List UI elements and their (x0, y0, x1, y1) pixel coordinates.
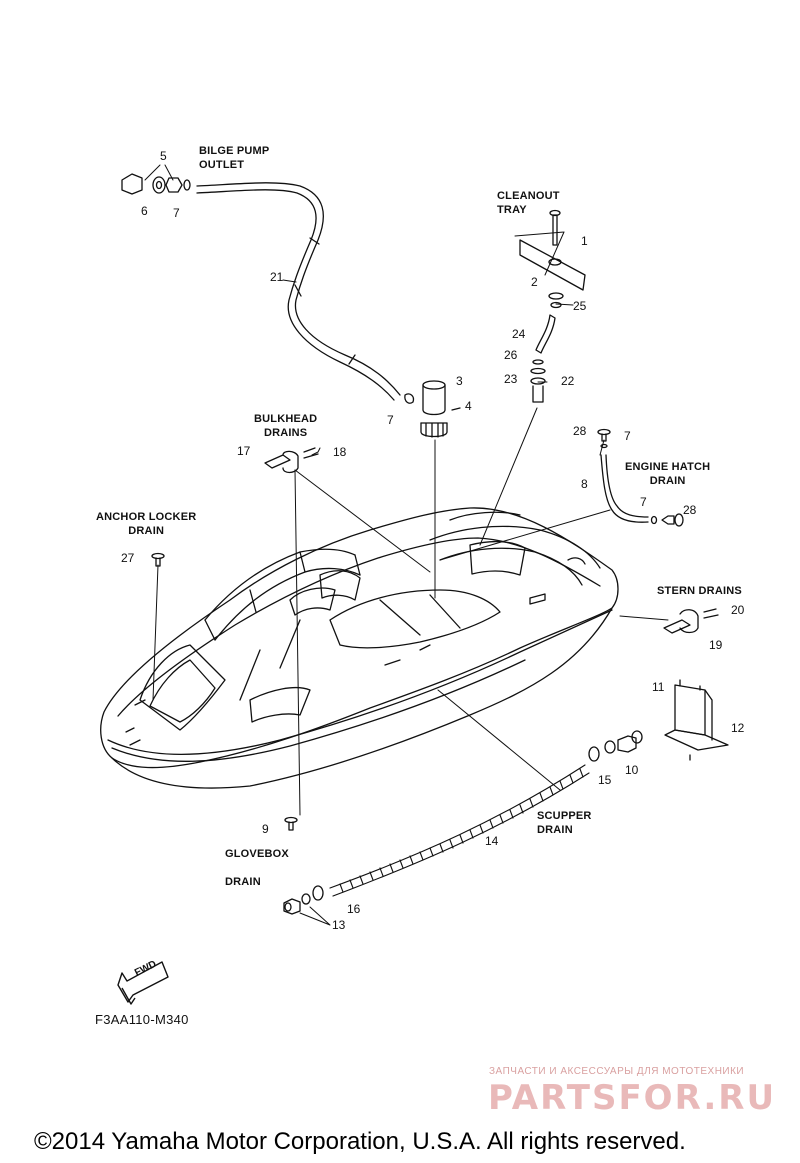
stern-drain-fitting (663, 608, 719, 634)
part-number-20: 20 (731, 603, 745, 617)
part-number-24: 24 (512, 327, 526, 341)
scupper-fittings (283, 730, 643, 915)
label-stern-drains: STERN DRAINS (657, 585, 742, 597)
label-glovebox-drain: GLOVEBOX DRAIN (225, 848, 289, 888)
watermark-tagline: ЗАПЧАСТИ И АКСЕССУАРЫ ДЛЯ МОТОТЕХНИКИ (489, 1066, 745, 1077)
part-number-22: 22 (561, 374, 575, 388)
anchor-locker-drain-plug (151, 552, 165, 567)
part-number-28-top: 28 (573, 424, 587, 438)
part-number-7-outlet: 7 (173, 206, 180, 220)
part-number-2: 2 (531, 275, 538, 289)
boat-hull (100, 507, 619, 789)
part-number-7-hatch-top: 7 (624, 429, 631, 443)
part-number-7-pump: 7 (387, 413, 394, 427)
copyright-notice: ©2014 Yamaha Motor Corporation, U.S.A. A… (34, 1128, 686, 1155)
part-number-3: 3 (456, 374, 463, 388)
glovebox-drain-plug (284, 816, 298, 831)
label-cleanout-tray: CLEANOUT TRAY (497, 190, 560, 216)
bilge-hose (196, 182, 401, 401)
part-number-16: 16 (347, 902, 361, 916)
fwd-arrow-icon (117, 961, 169, 1005)
bilge-pump-outlet-fitting (121, 173, 191, 195)
part-number-10: 10 (625, 763, 639, 777)
part-number-17: 17 (237, 444, 251, 458)
part-number-19: 19 (709, 638, 723, 652)
part-number-18: 18 (333, 445, 347, 459)
part-number-27: 27 (121, 551, 135, 565)
watermark-logo: PARTSFOR.RU (488, 1078, 777, 1118)
bilge-pump (404, 380, 461, 438)
part-number-11: 11 (652, 680, 665, 694)
part-number-13: 13 (332, 918, 346, 932)
label-scupper-drain: SCUPPER DRAIN (537, 810, 592, 836)
part-number-15: 15 (598, 773, 612, 787)
part-number-5: 5 (160, 149, 167, 163)
label-engine-hatch-drain: ENGINE HATCH DRAIN (625, 461, 711, 487)
part-number-12: 12 (731, 721, 745, 735)
label-anchor-locker-drain: ANCHOR LOCKER DRAIN (96, 511, 197, 537)
part-number-28-end: 28 (683, 503, 697, 517)
scupper-drain-hose (329, 764, 590, 897)
part-number-26: 26 (504, 348, 518, 362)
part-number-23: 23 (504, 372, 518, 386)
cleanout-tray-drain (519, 209, 586, 403)
part-number-4: 4 (465, 399, 472, 413)
part-number-7-hatch-end: 7 (640, 495, 647, 509)
part-number-1: 1 (581, 234, 588, 248)
diagram-code: F3AA110-M340 (95, 1012, 189, 1027)
part-number-21: 21 (270, 270, 284, 284)
label-bulkhead-drains: BULKHEAD DRAINS (254, 413, 318, 439)
stern-drain-bracket (664, 679, 729, 761)
part-number-8: 8 (581, 477, 588, 491)
label-bilge-pump-outlet: BILGE PUMP OUTLET (199, 145, 270, 171)
part-number-14: 14 (485, 834, 499, 848)
bulkhead-drain-fitting (264, 447, 319, 474)
part-number-6: 6 (141, 204, 148, 218)
part-number-9: 9 (262, 822, 269, 836)
part-number-25: 25 (573, 299, 587, 313)
engine-hatch-drain-hose (597, 428, 684, 527)
